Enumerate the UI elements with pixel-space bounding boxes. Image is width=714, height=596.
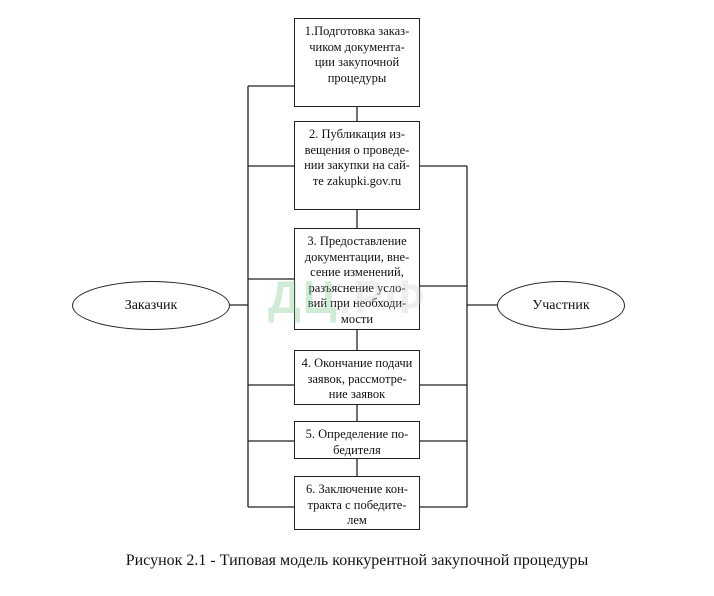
step-4-text: 4. Окончание подачи [301,356,413,370]
step-1-text: чиком документа- [309,39,405,54]
step-3-text: мости [340,311,374,326]
step-5-text: 5. Определение по- [305,427,409,441]
step-3-text: сение изменений, [310,265,404,279]
step-3-text: 3. Предоставление [307,234,407,248]
step-1-text: 1.Подготовка заказ- [304,24,410,38]
customer-ellipse: Заказчик [72,281,230,330]
step-1-text: процедуры [327,70,387,85]
step-3-text: разъяснение усло- [308,280,406,295]
step-6-text: тракта с победите- [307,497,407,512]
step-6-box: 6. Заключение кон-тракта с победите-лем [294,476,420,530]
step-4-text: заявок, рассмотре- [307,371,407,386]
step-2-box: 2. Публикация из-вещения о проведе-нии з… [294,121,420,210]
step-6-text: 6. Заключение кон- [306,482,408,496]
step-6-text: лем [347,513,367,527]
step-4-text: ние заявок [328,387,386,401]
customer-label: Заказчик [124,297,178,313]
step-2-text: нии закупки на сай- [304,158,410,172]
step-5-text: бедителя [333,442,381,457]
step-2-text: те zakupki.gov.ru [312,173,402,188]
figure-caption: Рисунок 2.1 - Типовая модель конкурентно… [125,552,589,569]
step-1-box: 1.Подготовка заказ-чиком документа-ции з… [294,18,420,107]
step-1-text: ции закупочной [314,55,400,69]
step-3-text: документации, вне- [304,249,410,264]
step-3-text: вий при необходи- [307,296,407,310]
participant-label: Участник [532,297,590,313]
step-5-box: 5. Определение по-бедителя [294,421,420,459]
participant-ellipse: Участник [497,281,625,330]
step-2-text: 2. Публикация из- [308,127,406,141]
step-2-text: вещения о проведе- [304,142,410,157]
